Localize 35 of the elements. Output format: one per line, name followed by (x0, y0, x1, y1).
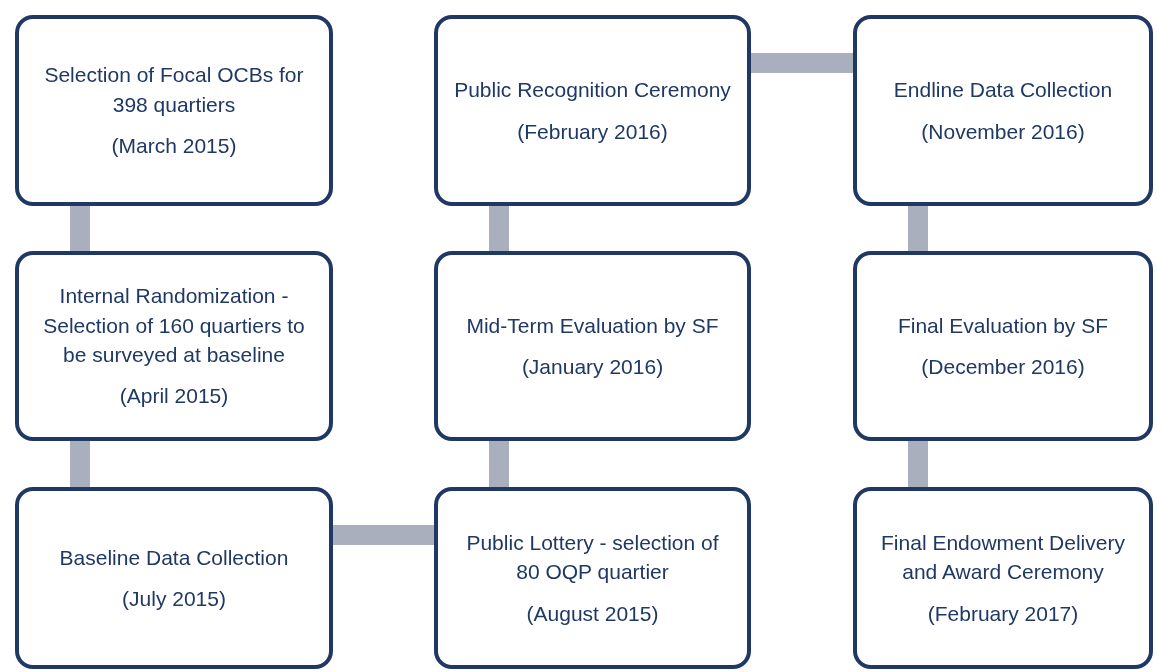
connector-bar (751, 53, 853, 73)
connector-bar (908, 206, 928, 251)
connector-bar (908, 441, 928, 487)
process-box (853, 15, 1153, 206)
date-label: (March 2015) (111, 133, 237, 160)
connector-bar (489, 206, 509, 251)
process-box (15, 15, 333, 206)
date-label: (August 2015) (526, 600, 659, 627)
step-label: Selection of Focal OCBs for 398 quartiers (43, 62, 305, 118)
step-label: Endline Data Collection (893, 77, 1113, 104)
connector-bar (70, 206, 90, 251)
step-label: Public Lottery - selection of 80 OQP quartier (465, 529, 720, 586)
connector-bar (70, 441, 90, 487)
date-label: (February 2016) (517, 118, 668, 145)
process-box (853, 251, 1153, 441)
date-label: (April 2015) (119, 383, 229, 410)
date-label: (November 2016) (921, 118, 1085, 145)
process-box (15, 487, 333, 669)
date-label: (December 2016) (921, 354, 1085, 380)
process-box (15, 251, 333, 441)
date-label: (July 2015) (122, 586, 226, 612)
process-box (434, 251, 751, 441)
step-label: Mid-Term Evaluation by SF (466, 312, 719, 339)
date-label: (January 2016) (521, 354, 664, 380)
process-box (434, 487, 751, 669)
step-label: Public Recognition Ceremony (454, 77, 731, 104)
step-label: Baseline Data Collection (59, 544, 289, 571)
process-box (853, 487, 1153, 669)
step-label: Final Endowment Delivery and Award Ceremony (880, 529, 1126, 586)
step-label: Internal Randomization - Selection of 160 quartiers to be surveyed at baseline (42, 283, 306, 368)
process-box (434, 15, 751, 206)
step-label: Final Evaluation by SF (897, 312, 1109, 339)
date-label: (February 2017) (927, 600, 1079, 627)
connector-bar (489, 441, 509, 487)
connector-bar (333, 525, 434, 545)
